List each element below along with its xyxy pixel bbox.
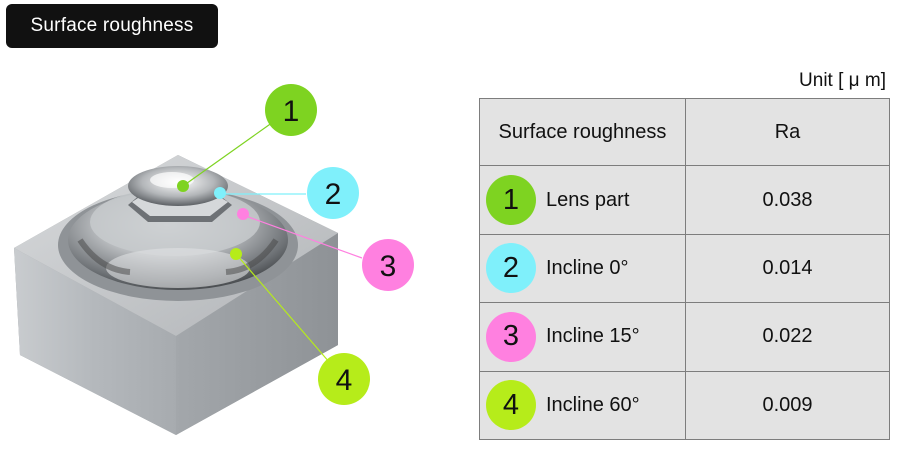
callout-1-number: 1: [283, 95, 300, 128]
row-2-label: Incline 0°: [546, 256, 629, 279]
row-4-label-cell: 4 Incline 60°: [479, 370, 686, 441]
row-3-value: 0.022: [685, 302, 890, 372]
callout-3: 3: [362, 239, 414, 291]
table-row: 1 Lens part 0.038: [479, 165, 890, 235]
col-header-surface: Surface roughness: [479, 97, 686, 167]
badge-2: 2: [486, 243, 536, 294]
col-header-ra: Ra: [685, 97, 890, 167]
callout-3-number: 3: [380, 250, 397, 283]
table-row: 2 Incline 0° 0.014: [479, 233, 890, 304]
callout-2-circle: [307, 167, 359, 219]
row-4-value: 0.009: [685, 370, 890, 441]
callout-4-circle: [318, 353, 370, 405]
badge-3: 3: [486, 311, 536, 362]
callout-4: 4: [318, 353, 370, 405]
callout-2: 2: [307, 167, 359, 219]
row-3-label-cell: 3 Incline 15°: [479, 302, 686, 372]
callout-dot-1: [177, 180, 189, 192]
callout-4-number: 4: [336, 364, 353, 397]
row-3-label: Incline 15°: [546, 325, 640, 348]
table-row: 3 Incline 15° 0.022: [479, 302, 890, 372]
roughness-table: Surface roughness Ra 1 Lens part 0.038 2…: [479, 97, 890, 441]
callout-2-number: 2: [325, 178, 342, 211]
badge-4: 4: [486, 380, 536, 431]
callout-3-circle: [362, 239, 414, 291]
table-row: 4 Incline 60° 0.009: [479, 370, 890, 441]
callout-1: 1: [265, 84, 317, 136]
row-1-label: Lens part: [546, 188, 630, 211]
callout-1-circle: [265, 84, 317, 136]
row-2-value: 0.014: [685, 233, 890, 304]
leader-lines: [182, 109, 363, 371]
part-illustration: 1 2 3 4: [14, 84, 414, 435]
row-4-label: Incline 60°: [546, 393, 640, 416]
row-1-label-cell: 1 Lens part: [479, 165, 686, 235]
badge-1: 1: [486, 175, 536, 226]
table-header-row: Surface roughness Ra: [479, 97, 890, 167]
callout-dot-3: [237, 208, 249, 220]
row-2-label-cell: 2 Incline 0°: [479, 233, 686, 304]
callout-dot-2: [214, 187, 226, 199]
section-title: Surface roughness: [6, 4, 218, 48]
callout-dot-4: [230, 248, 242, 260]
unit-label: Unit [ μ m]: [799, 70, 886, 91]
row-1-value: 0.038: [685, 165, 890, 235]
metal-block: [14, 155, 338, 435]
